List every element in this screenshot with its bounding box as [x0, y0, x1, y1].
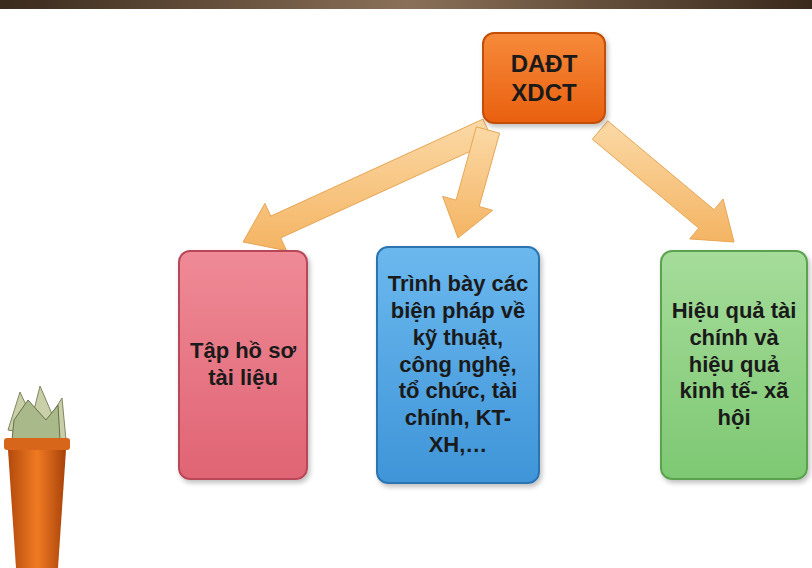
root-box: DAĐT XDCT: [482, 32, 606, 124]
node-label: Trình bày các biện pháp về kỹ thuật, côn…: [386, 271, 530, 459]
block-arrow: [443, 127, 500, 238]
node-label: DAĐT XDCT: [492, 49, 596, 108]
top-band: [0, 0, 812, 9]
process-box: Tập hồ sơ tài liệu: [178, 250, 308, 480]
node-label: Tập hồ sơ tài liệu: [188, 338, 298, 392]
process-box: Trình bày các biện pháp về kỹ thuật, côn…: [376, 246, 540, 484]
money-pot: [4, 386, 70, 568]
node-label: Hiệu quả tài chính và hiệu quả kinh tế- …: [670, 298, 798, 432]
process-box: Hiệu quả tài chính và hiệu quả kinh tế- …: [660, 250, 808, 480]
block-arrow: [592, 121, 734, 242]
